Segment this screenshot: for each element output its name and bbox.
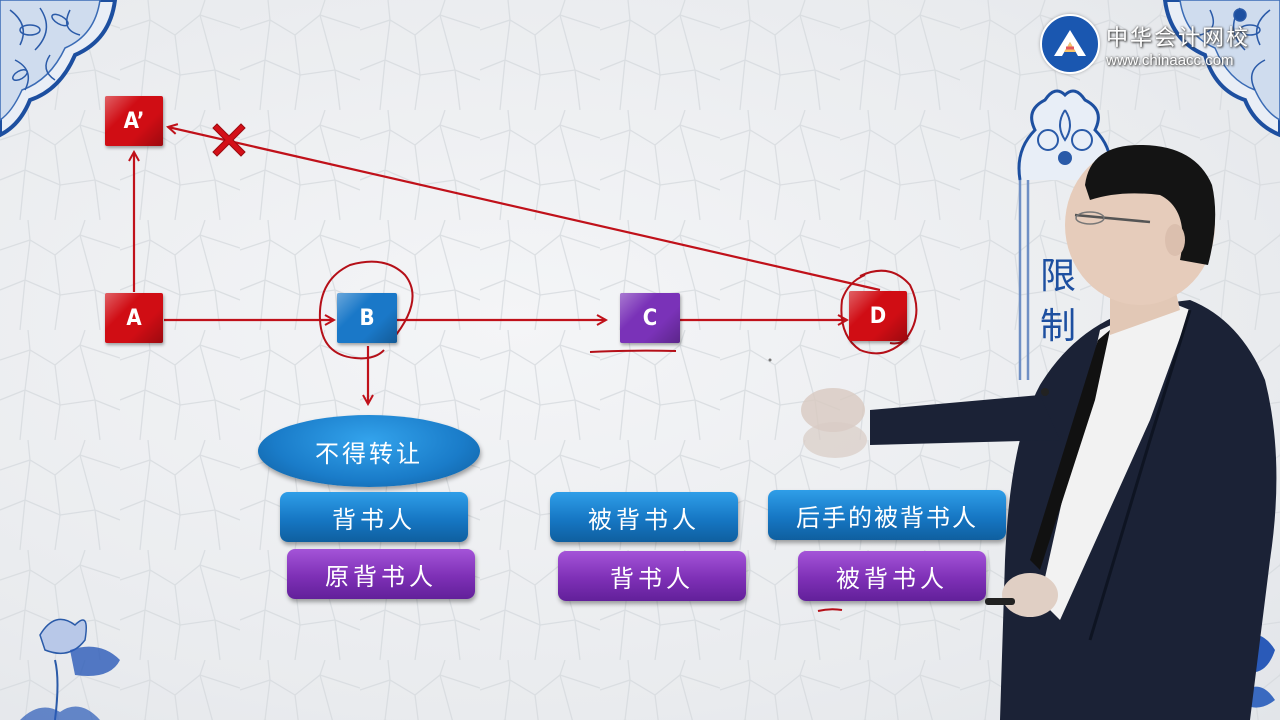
brand-logo-badge-icon: [1040, 14, 1100, 74]
b-role-blue: 背书人: [280, 492, 468, 542]
node-b-label: B: [359, 305, 375, 331]
d-role-purple-label: 被背书人: [836, 564, 948, 593]
node-d: D: [849, 291, 907, 341]
d-role-blue-label: 后手的被背书人: [796, 503, 978, 532]
restriction-oval: 不得转让: [258, 415, 480, 487]
c-role-blue-label: 被背书人: [588, 505, 700, 534]
node-b: B: [337, 293, 397, 343]
node-a-prime-label: A’: [123, 108, 145, 134]
d-role-blue: 后手的被背书人: [768, 490, 1006, 540]
b-role-purple: 原背书人: [287, 549, 475, 599]
b-role-purple-label: 原背书人: [325, 562, 437, 591]
cross-mark-icon: [212, 123, 246, 157]
corner-ornament-top-left: [0, 0, 118, 138]
node-c: C: [620, 293, 680, 343]
side-title: 限 制: [1040, 252, 1080, 352]
brand-url: www.chinaacc.com: [1106, 51, 1234, 69]
side-title-char-2: 制: [1040, 306, 1077, 347]
node-d-label: D: [869, 303, 887, 329]
lotus-ornament-bottom-left: [20, 618, 120, 720]
c-role-purple-label: 背书人: [610, 564, 694, 593]
circle-annotation-b: [318, 260, 414, 360]
corner-ornament-top-right: [1162, 0, 1280, 138]
underline-c: [589, 349, 677, 353]
d-role-purple: 被背书人: [798, 551, 986, 601]
c-role-blue: 被背书人: [550, 492, 738, 542]
node-a: A: [105, 293, 163, 343]
side-panel-frame: [1017, 89, 1113, 380]
node-a-prime: A’: [105, 96, 163, 146]
node-a-label: A: [126, 305, 142, 331]
side-title-char-1: 限: [1040, 256, 1077, 297]
underline-d-endorsee: [817, 608, 843, 612]
restriction-label: 不得转让: [315, 439, 423, 468]
brand-name: 中华会计网校: [1106, 25, 1251, 51]
b-role-blue-label: 背书人: [332, 505, 416, 534]
c-role-purple: 背书人: [558, 551, 746, 601]
node-c-label: C: [642, 305, 658, 331]
brand-logo: 中华会计网校 www.chinaacc.com: [1040, 14, 1250, 74]
arrow-d-to-aprime: [168, 127, 881, 292]
